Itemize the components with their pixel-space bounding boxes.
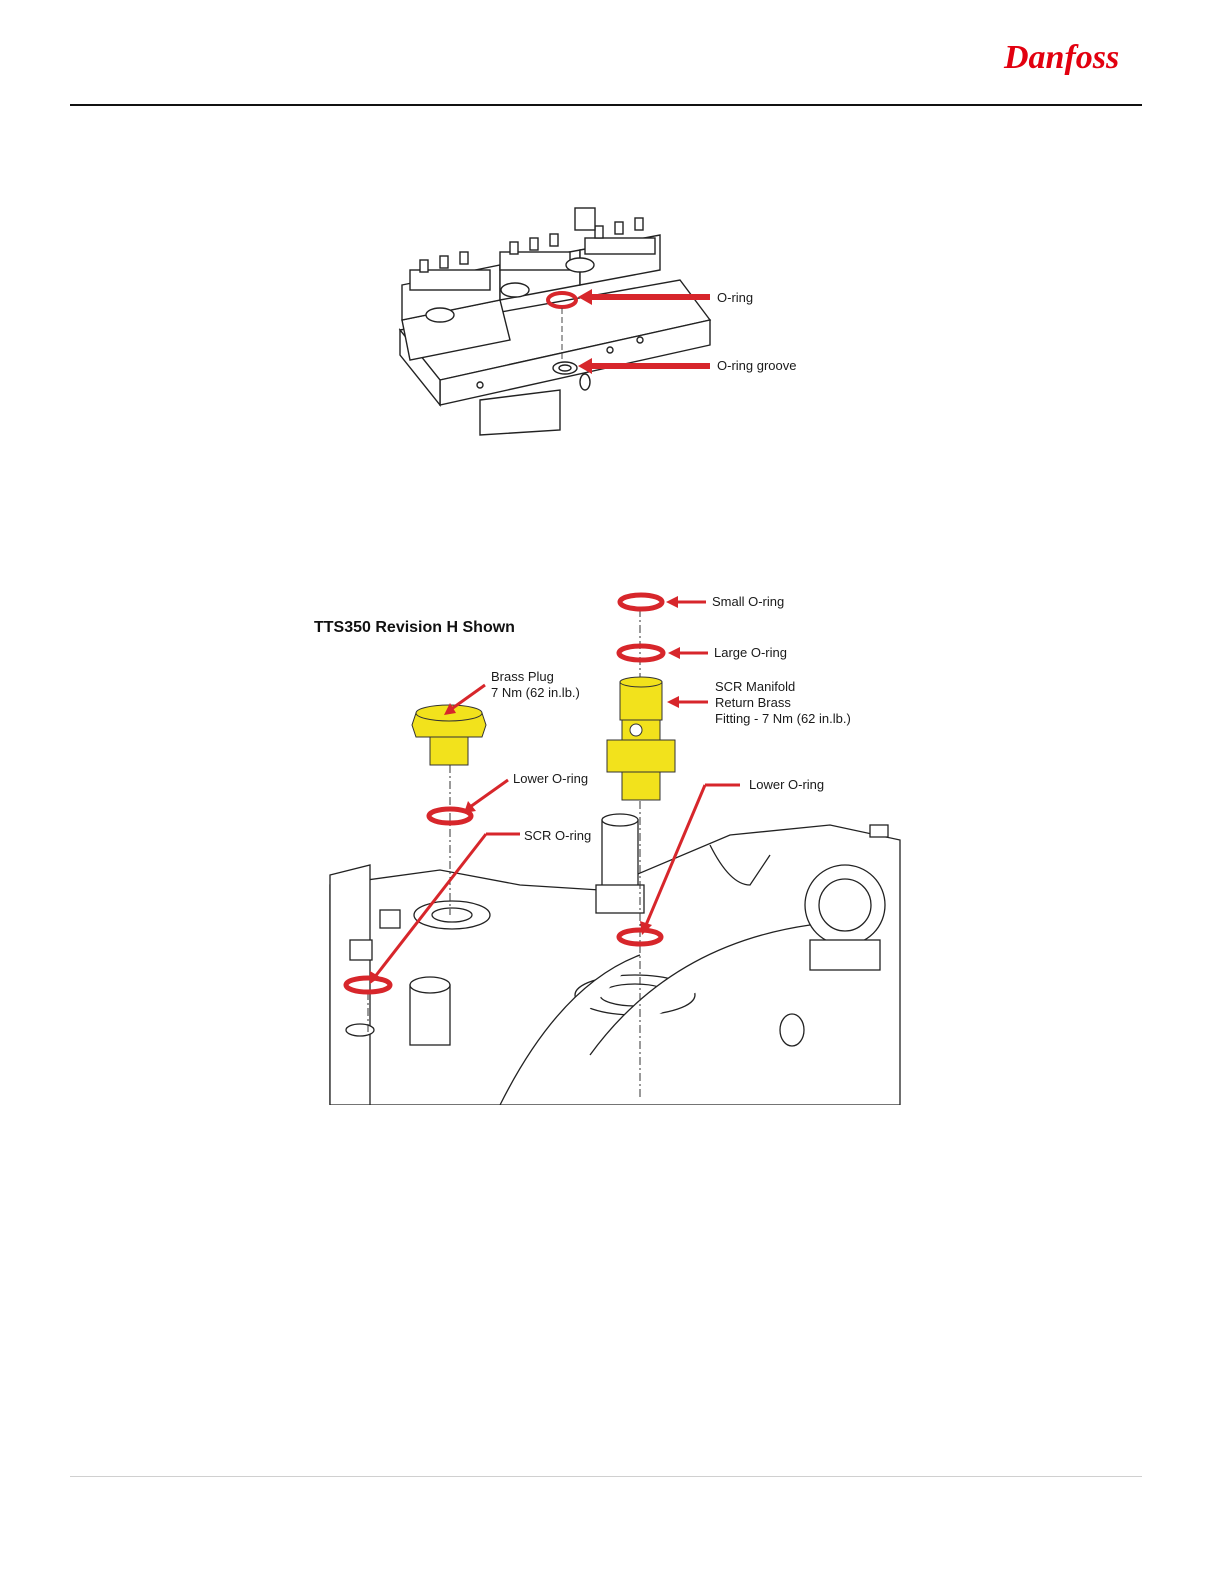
label-oring-groove: O-ring groove <box>717 358 796 373</box>
figure-oring-groove: O-ring O-ring groove <box>380 190 830 440</box>
label-brass-plug-2: 7 Nm (62 in.lb.) <box>491 685 580 700</box>
label-brass-plug-1: Brass Plug <box>491 669 554 684</box>
label-scr-oring: SCR O-ring <box>524 828 591 843</box>
label-scr-manifold-3: Fitting - 7 Nm (62 in.lb.) <box>715 711 851 726</box>
label-oring: O-ring <box>717 290 753 305</box>
footer-divider <box>70 1476 1142 1477</box>
label-scr-manifold-2: Return Brass <box>715 695 791 710</box>
figure-title: TTS350 Revision H Shown <box>314 619 515 636</box>
large-oring-shape <box>619 646 663 660</box>
logo-wordmark: Danfoss <box>1003 39 1119 76</box>
label-small-oring: Small O-ring <box>712 594 784 609</box>
small-oring-shape <box>620 595 662 609</box>
scr-brass-fitting <box>607 677 675 800</box>
label-lower-oring-right: Lower O-ring <box>749 777 824 792</box>
danfoss-logo: Danfoss <box>1000 30 1128 80</box>
label-scr-manifold-1: SCR Manifold <box>715 679 795 694</box>
header-divider <box>70 104 1142 106</box>
label-lower-oring-left: Lower O-ring <box>513 771 588 786</box>
label-large-oring: Large O-ring <box>714 645 787 660</box>
figure-scr-manifold: TTS350 Revision H Shown Small O-ring Lar… <box>310 585 910 1105</box>
